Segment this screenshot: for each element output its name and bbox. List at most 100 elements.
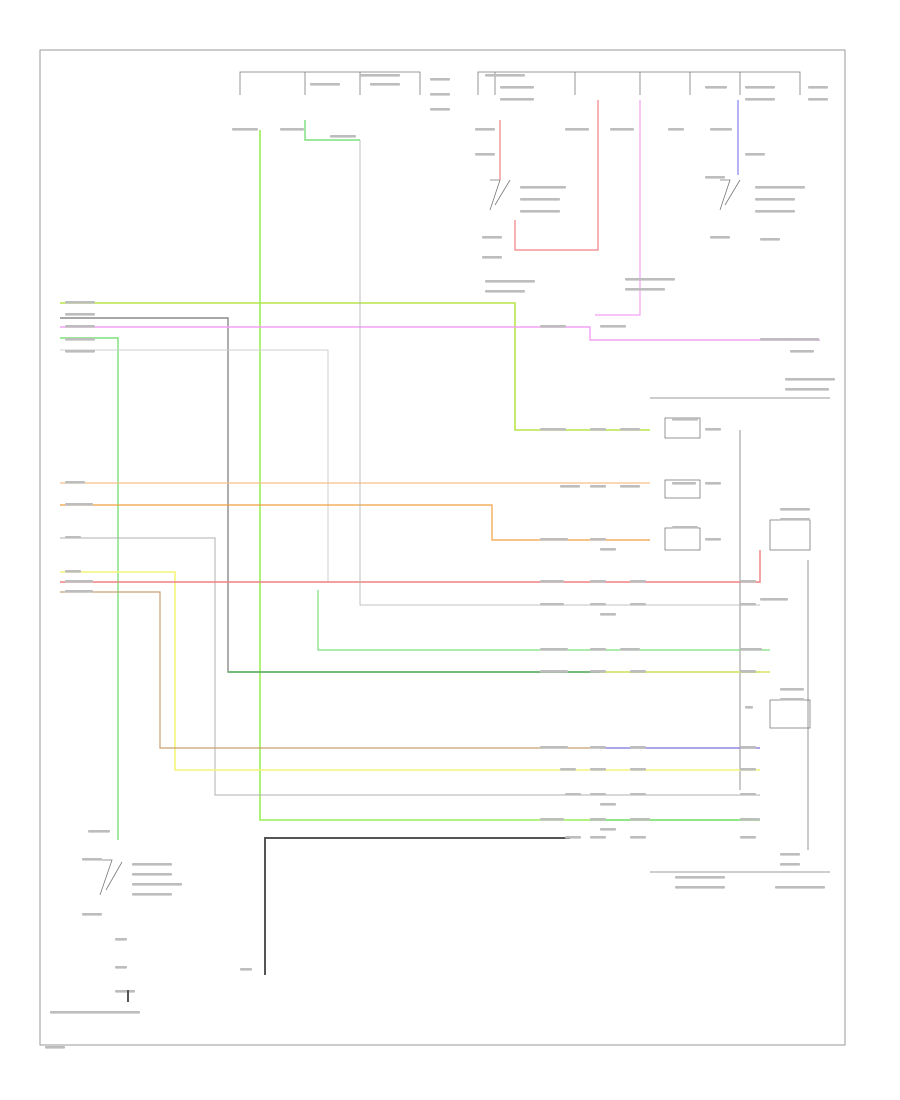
upper-right-switch-symbol: [719, 179, 741, 211]
illegible-label-7: [430, 93, 450, 96]
illegible-label-26: [745, 86, 775, 89]
illegible-label-31: [705, 176, 725, 179]
illegible-label-46: [760, 338, 790, 341]
illegible-label-88: [740, 670, 756, 673]
illegible-label-10: [500, 86, 534, 89]
wire-red-18: [514, 100, 599, 251]
illegible-label-72: [540, 580, 564, 583]
illegible-label-124: [132, 893, 172, 896]
illegible-label-61: [705, 482, 721, 485]
illegible-label-18: [482, 256, 502, 259]
illegible-label-50: [785, 388, 829, 391]
illegible-label-25: [705, 86, 727, 89]
wire-violet-white-3: [60, 326, 820, 341]
wire-light-green-14: [317, 590, 770, 651]
illegible-label-89: [780, 688, 804, 691]
wire-brown-11: [60, 591, 760, 749]
illegible-label-129: [115, 990, 135, 993]
illegible-label-24: [710, 128, 732, 131]
illegible-label-91: [745, 706, 753, 709]
illegible-label-122: [132, 873, 172, 876]
illegible-label-93: [590, 746, 606, 749]
lower-left-switch-symbol: [99, 859, 123, 896]
illegible-label-85: [540, 670, 568, 673]
illegible-label-98: [630, 768, 646, 771]
illegible-label-126: [115, 938, 127, 941]
illegible-label-96: [560, 768, 576, 771]
illegible-label-90: [780, 698, 804, 701]
illegible-label-103: [740, 793, 756, 796]
top-connector-center: [477, 71, 801, 95]
illegible-label-36: [760, 238, 780, 241]
illegible-label-62: [65, 503, 93, 506]
illegible-label-11: [500, 98, 534, 101]
illegible-label-9: [485, 74, 525, 77]
in-car-sensor-box: [664, 527, 701, 551]
wire-gray-white-2: [60, 317, 770, 673]
illegible-label-92: [540, 746, 568, 749]
illegible-label-117: [675, 886, 725, 889]
illegible-label-12: [475, 128, 495, 131]
wire-black-16: [264, 837, 570, 975]
illegible-label-8: [430, 108, 450, 111]
illegible-label-71: [65, 590, 93, 593]
wire-light-green-21: [304, 120, 360, 141]
illegible-label-40: [65, 313, 95, 316]
illegible-label-13: [475, 153, 495, 156]
illegible-label-38: [625, 288, 665, 291]
power-relay-box: [769, 519, 811, 551]
illegible-label-82: [590, 648, 606, 651]
illegible-label-59: [620, 485, 640, 488]
illegible-label-81: [540, 648, 568, 651]
label-blocks: [45, 74, 835, 1049]
illegible-label-34: [755, 210, 795, 213]
illegible-label-6: [430, 78, 450, 81]
top-connector-left: [239, 71, 421, 95]
illegible-label-74: [630, 580, 646, 583]
illegible-label-33: [755, 198, 795, 201]
illegible-label-99: [740, 768, 756, 771]
wire-green-lt2-1: [259, 130, 760, 821]
illegible-label-125: [82, 913, 102, 916]
illegible-label-5: [370, 83, 400, 86]
illegible-label-39: [65, 301, 95, 304]
illegible-label-112: [630, 836, 646, 839]
illegible-label-58: [590, 485, 606, 488]
illegible-label-20: [485, 290, 525, 293]
illegible-label-15: [520, 198, 560, 201]
illegible-label-29: [808, 98, 828, 101]
illegible-label-52: [540, 428, 566, 431]
illegible-label-79: [740, 603, 756, 606]
illegible-label-100: [565, 793, 581, 796]
illegible-label-70: [65, 580, 93, 583]
illegible-label-28: [808, 86, 828, 89]
illegible-label-87: [630, 670, 646, 673]
illegible-label-3: [360, 74, 400, 77]
illegible-label-47: [785, 338, 819, 341]
illegible-label-127: [115, 966, 127, 969]
illegible-label-111: [590, 836, 606, 839]
illegible-label-68: [65, 536, 81, 539]
illegible-label-86: [590, 670, 606, 673]
illegible-label-4: [310, 83, 340, 86]
illegible-label-102: [630, 793, 646, 796]
illegible-label-1: [280, 128, 304, 131]
illegible-label-66: [705, 538, 721, 541]
ambient-sensor-box: [664, 479, 701, 499]
illegible-label-44: [540, 325, 566, 328]
illegible-label-48: [790, 350, 814, 353]
wire-gray-8: [60, 537, 760, 796]
illegible-label-123: [132, 883, 182, 886]
illegible-label-97: [590, 768, 606, 771]
illegible-label-94: [630, 746, 646, 749]
illegible-label-114: [780, 853, 800, 856]
illegible-label-63: [540, 538, 568, 541]
diagram-frame: [39, 49, 846, 1046]
illegible-label-109: [600, 828, 616, 831]
illegible-label-128: [240, 968, 252, 971]
illegible-label-69: [65, 570, 81, 573]
illegible-label-37: [625, 278, 675, 281]
illegible-label-51: [672, 418, 698, 421]
illegible-label-55: [705, 428, 721, 431]
illegible-label-2: [330, 135, 356, 138]
